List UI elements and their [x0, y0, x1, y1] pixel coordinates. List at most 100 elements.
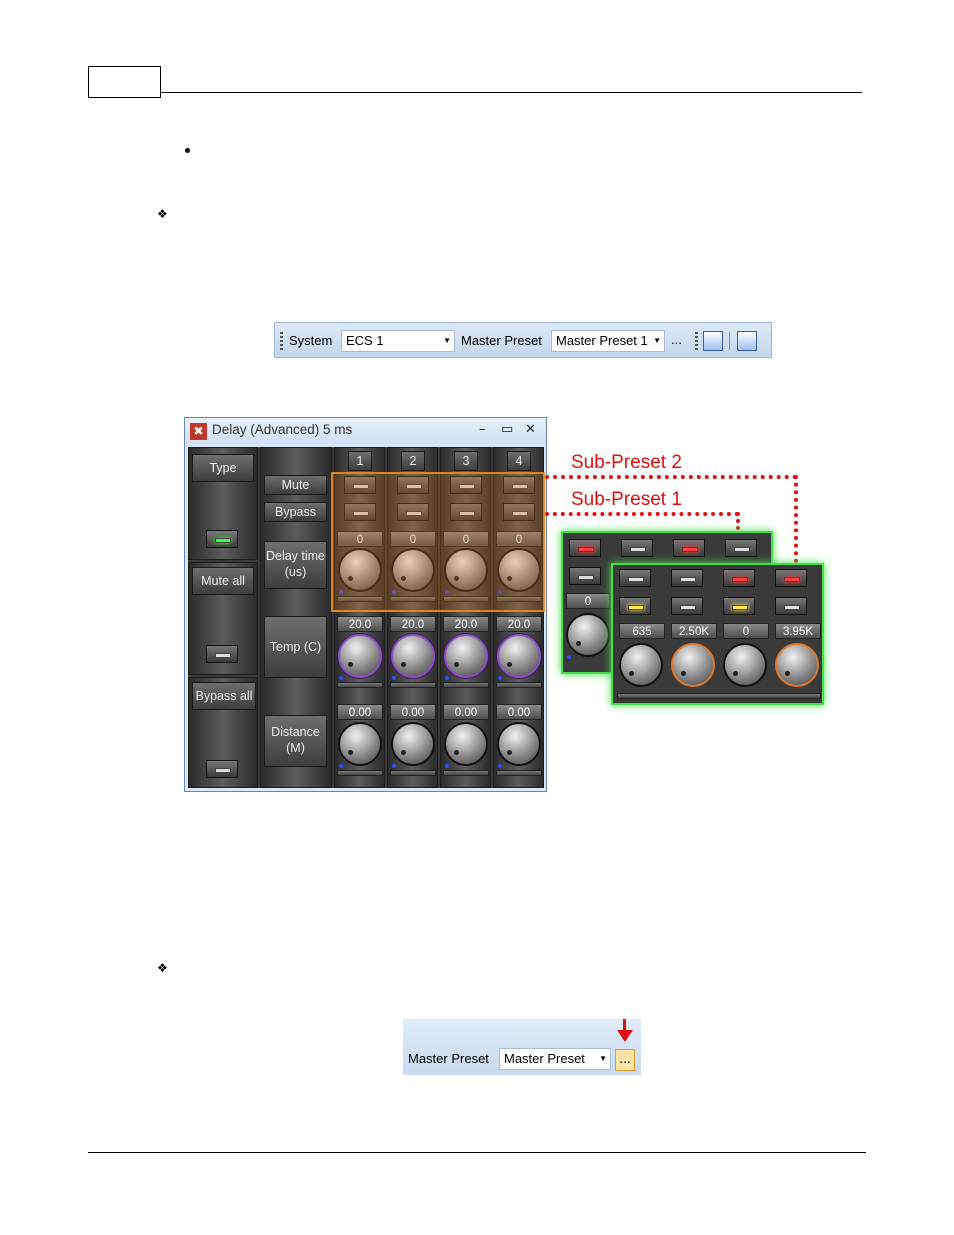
master-preset-combo[interactable]: Master Preset 1 ▼ — [551, 330, 665, 352]
mute-toggle[interactable] — [344, 476, 376, 494]
master-preset-toolbar: Master Preset Master Preset ▼ ... — [403, 1019, 641, 1075]
bypass-all-button[interactable]: Bypass all — [192, 682, 256, 710]
bypass-all-toggle[interactable] — [206, 760, 238, 778]
distance-row-label: Distance (M) — [264, 715, 327, 767]
bypass-toggle[interactable] — [503, 503, 535, 521]
step-arrows[interactable] — [443, 770, 489, 776]
step-arrows[interactable] — [337, 682, 383, 688]
front-mute-toggle[interactable] — [619, 569, 651, 587]
sub-preset-highlight — [331, 472, 545, 612]
back-mute-toggle[interactable] — [673, 539, 705, 557]
front-knob[interactable] — [775, 643, 819, 687]
front-knob[interactable] — [619, 643, 663, 687]
ellipsis-button[interactable]: ... — [615, 1049, 635, 1071]
close-icon[interactable]: ✕ — [525, 422, 536, 437]
mute-toggle[interactable] — [503, 476, 535, 494]
step-arrows[interactable] — [390, 682, 436, 688]
adjust-knob[interactable] — [391, 722, 435, 766]
adjust-knob[interactable] — [391, 634, 435, 678]
bypass-toggle[interactable] — [450, 503, 482, 521]
step-arrows[interactable] — [496, 596, 542, 602]
adjust-knob[interactable] — [444, 634, 488, 678]
red-arrow-icon — [623, 1019, 626, 1031]
knob-indicator-icon — [392, 676, 396, 680]
front-knob[interactable] — [723, 643, 767, 687]
front-bypass-toggle[interactable] — [775, 597, 807, 615]
dropdown-arrow-icon[interactable]: ▼ — [599, 1054, 607, 1063]
title-bar[interactable]: ✖ Delay (Advanced) 5 ms – ▭ ✕ — [185, 418, 546, 444]
value-display: 0 — [390, 531, 436, 547]
front-bypass-toggle[interactable] — [619, 597, 651, 615]
master-preset-combo[interactable]: Master Preset ▼ — [499, 1048, 611, 1070]
back-mute-toggle[interactable] — [725, 539, 757, 557]
type-toggle[interactable] — [206, 530, 238, 548]
value-display: 0 — [496, 531, 542, 547]
sub-preset-1-label: Sub-Preset 1 — [571, 489, 682, 510]
header-rule — [161, 92, 862, 93]
bypass-toggle[interactable] — [344, 503, 376, 521]
back-knob[interactable] — [566, 613, 610, 657]
value-display: 0.00 — [443, 704, 489, 720]
step-arrows[interactable] — [390, 596, 436, 602]
bypass-toggle[interactable] — [397, 503, 429, 521]
front-mute-toggle[interactable] — [671, 569, 703, 587]
ellipsis-button[interactable]: ... — [671, 332, 682, 347]
separator — [729, 332, 730, 350]
mute-toggle[interactable] — [397, 476, 429, 494]
knob-indicator-icon — [498, 764, 502, 768]
dotted-connector — [736, 512, 740, 530]
front-knob[interactable] — [671, 643, 715, 687]
back-bypass-toggle[interactable] — [569, 567, 601, 585]
front-bypass-toggle[interactable] — [723, 597, 755, 615]
front-bypass-toggle[interactable] — [671, 597, 703, 615]
save-preset-icon[interactable] — [703, 331, 723, 351]
grip-icon[interactable] — [280, 332, 283, 350]
mute-row-label: Mute — [264, 475, 327, 495]
front-value-display: 2.50K — [671, 623, 717, 639]
back-mute-toggle[interactable] — [569, 539, 601, 557]
step-arrows[interactable] — [496, 770, 542, 776]
step-arrows[interactable] — [390, 770, 436, 776]
adjust-knob[interactable] — [338, 634, 382, 678]
type-button[interactable]: Type — [192, 454, 254, 482]
front-mute-toggle[interactable] — [723, 569, 755, 587]
front-value-display: 0 — [723, 623, 769, 639]
footer-rule — [88, 1152, 866, 1153]
channel-number: 3 — [454, 451, 478, 471]
adjust-knob[interactable] — [497, 722, 541, 766]
mute-all-toggle[interactable] — [206, 645, 238, 663]
knob-indicator-icon — [445, 590, 449, 594]
value-display: 0 — [337, 531, 383, 547]
channel-number: 2 — [401, 451, 425, 471]
window-body: Type Mute all Bypass all Mute Bypass Del… — [188, 447, 544, 788]
maximize-icon[interactable]: ▭ — [501, 422, 514, 437]
adjust-knob[interactable] — [497, 548, 541, 592]
system-combo[interactable]: ECS 1 ▼ — [341, 330, 455, 352]
adjust-knob[interactable] — [444, 548, 488, 592]
value-display: 0.00 — [337, 704, 383, 720]
mute-toggle[interactable] — [450, 476, 482, 494]
adjust-knob[interactable] — [391, 548, 435, 592]
grip-icon[interactable] — [695, 332, 698, 350]
adjust-knob[interactable] — [338, 722, 382, 766]
knob-indicator-icon — [339, 590, 343, 594]
front-mute-toggle[interactable] — [775, 569, 807, 587]
step-arrows[interactable] — [443, 596, 489, 602]
step-arrows[interactable] — [443, 682, 489, 688]
step-arrows[interactable] — [337, 770, 383, 776]
adjust-knob[interactable] — [338, 548, 382, 592]
minimize-icon[interactable]: – — [479, 422, 486, 437]
master-preset-value: Master Preset — [504, 1051, 585, 1066]
mute-all-button[interactable]: Mute all — [192, 567, 254, 595]
step-arrows[interactable] — [496, 682, 542, 688]
front-arrow-strip[interactable] — [617, 693, 821, 699]
adjust-knob[interactable] — [444, 722, 488, 766]
adjust-knob[interactable] — [497, 634, 541, 678]
preset-list-icon[interactable] — [737, 331, 757, 351]
back-mute-toggle[interactable] — [621, 539, 653, 557]
step-arrows[interactable] — [337, 596, 383, 602]
dropdown-arrow-icon[interactable]: ▼ — [443, 336, 451, 345]
dropdown-arrow-icon[interactable]: ▼ — [653, 336, 661, 345]
